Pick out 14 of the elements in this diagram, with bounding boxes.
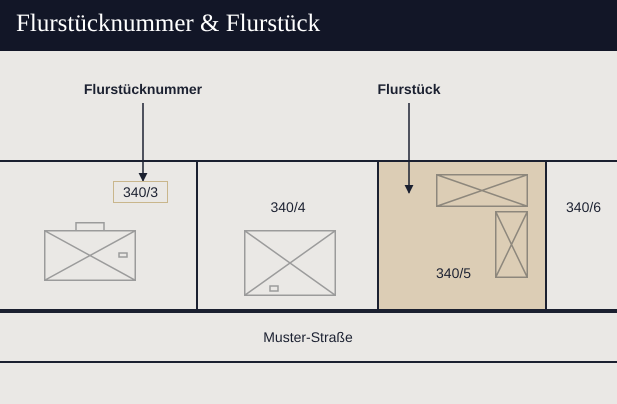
parcel-number: 340/5 (436, 265, 472, 281)
arrow (404, 103, 414, 194)
parcel-number: 340/6 (566, 199, 602, 215)
parcel-number: 340/4 (270, 199, 306, 215)
callout-label: Flurstück (378, 81, 440, 98)
parcel-number-tag: 340/3 (113, 181, 168, 203)
arrow (138, 103, 148, 182)
diagram-title: Flurstücknummer & Flurstück (16, 9, 320, 39)
land-parcel (545, 160, 617, 313)
land-parcel (0, 160, 198, 313)
callout-label: Flurstücknummer (84, 81, 202, 98)
land-parcel (377, 160, 547, 313)
street-band (0, 309, 617, 363)
street-name: Muster-Straße (263, 329, 353, 345)
